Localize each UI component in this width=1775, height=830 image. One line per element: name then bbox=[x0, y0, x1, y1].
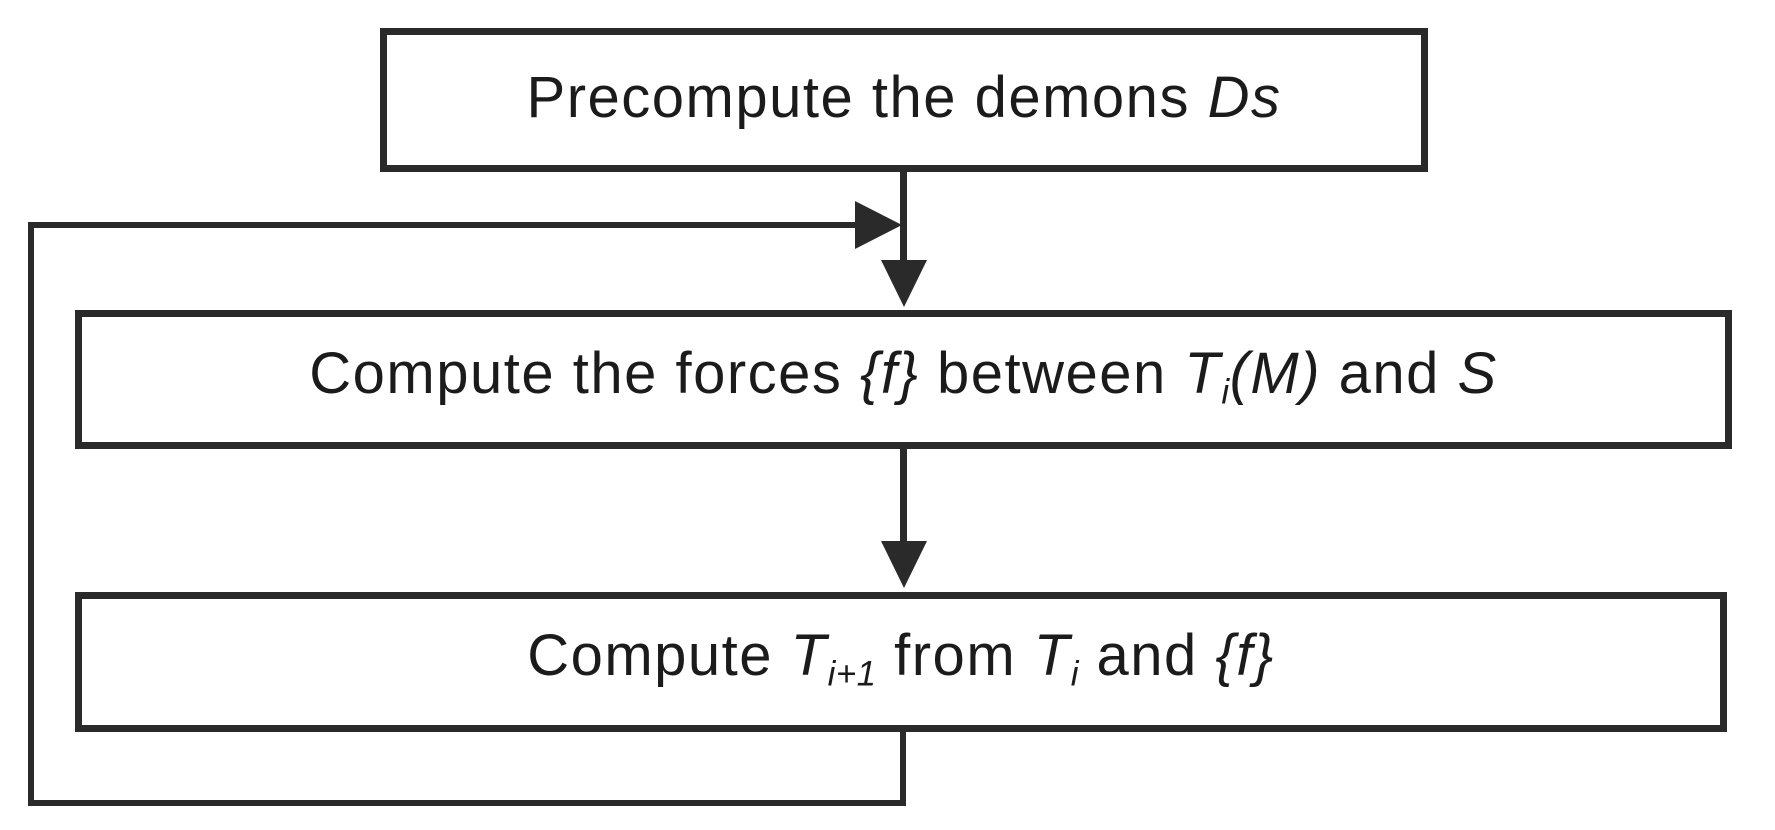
loopback-entry-line bbox=[28, 222, 858, 228]
node-compute-forces: Compute the forces {f} between Ti(M) and… bbox=[75, 310, 1732, 449]
node-precompute-demons: Precompute the demons Ds bbox=[380, 28, 1428, 172]
loopback-bottom-line bbox=[28, 800, 906, 806]
connector-middle-to-bottom bbox=[900, 449, 907, 541]
node-precompute-demons-label: Precompute the demons Ds bbox=[526, 65, 1282, 130]
node-compute-forces-label: Compute the forces {f} between Ti(M) and… bbox=[309, 340, 1498, 412]
connector-top-to-middle bbox=[900, 172, 907, 262]
loopback-connector-from-bottom-box bbox=[900, 732, 906, 806]
node-compute-transform-label: Compute Ti+1 from Ti and {f} bbox=[527, 623, 1275, 694]
node-compute-transform: Compute Ti+1 from Ti and {f} bbox=[75, 592, 1727, 732]
arrowhead-down-icon bbox=[881, 260, 927, 307]
loopback-left-line bbox=[28, 222, 34, 806]
arrowhead-down-icon bbox=[881, 541, 927, 588]
arrowhead-right-icon bbox=[855, 201, 902, 249]
